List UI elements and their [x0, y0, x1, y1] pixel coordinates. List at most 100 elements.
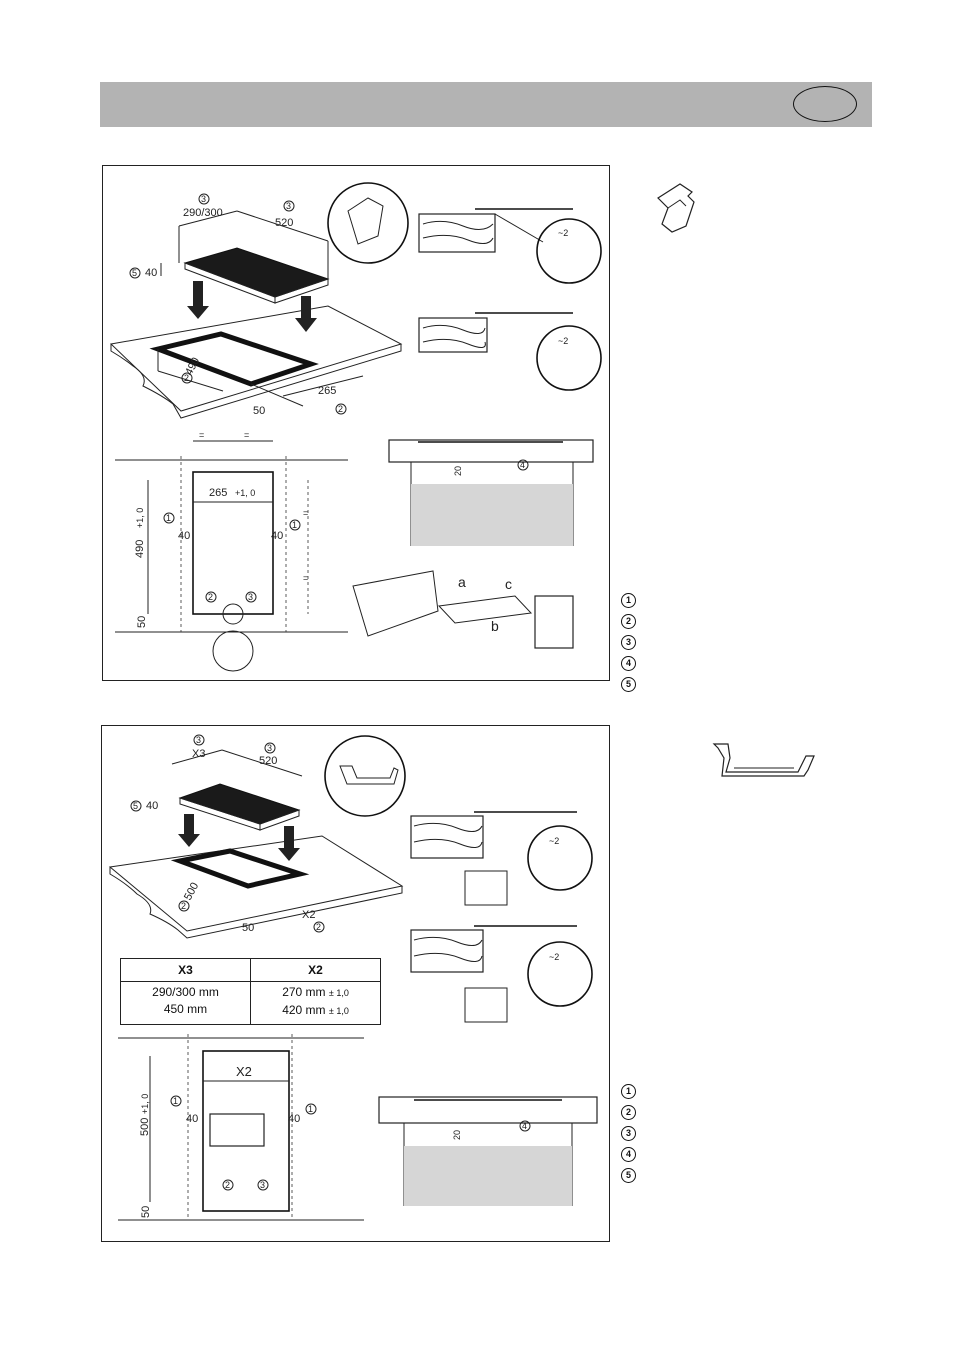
plan-width-tol: +1, 0: [235, 488, 255, 498]
legend-item: 3: [621, 1123, 636, 1144]
worktop-section-3: [411, 816, 483, 858]
section-header-bar: [100, 82, 872, 127]
hob-install: [439, 596, 531, 623]
plan-width-label-2: X2: [236, 1064, 252, 1079]
legend-num: 3: [621, 1126, 636, 1141]
hob-width-label-2: X3: [192, 748, 205, 760]
down-arrow-icon: [178, 814, 200, 847]
plan-margin-left-2: 40: [186, 1113, 198, 1125]
bracket-magnifier-small: [213, 631, 253, 671]
cutout: [158, 334, 311, 384]
plan-callout-2: 2: [208, 592, 213, 602]
legend-2: 1 2 3 4 5: [621, 1081, 636, 1186]
callout-cutout-width: 2: [338, 404, 343, 414]
down-arrow-icon: [278, 826, 300, 861]
cabinet-drawer-2: [404, 1146, 572, 1206]
plan-callout-1b: 1: [292, 520, 297, 530]
plan-depth-label: 490: [134, 540, 146, 558]
plan-callout-1b-2: 1: [308, 1104, 313, 1114]
cutout-offset-label: 50: [253, 405, 265, 417]
hand-install: [353, 571, 438, 636]
installation-panel-2: 3 X3 3 520 5 40 500 2 50 X2 2 ~2 ~2: [101, 725, 610, 1242]
screw-check-icon-2: [465, 988, 507, 1022]
install-letter-b: b: [491, 618, 499, 634]
bracket-magnifier: [328, 183, 408, 263]
x3-value: 450 mm: [127, 1001, 244, 1018]
gap-detail-label-3: ~2: [549, 836, 559, 846]
legend-num: 4: [621, 656, 636, 671]
table-header-x2: X2: [251, 959, 381, 982]
plan-bottom-label-2: 50: [140, 1206, 152, 1218]
legend-num: 2: [621, 1105, 636, 1120]
worktop-section: [419, 214, 495, 252]
callout-cutout-width-2: 2: [316, 922, 321, 932]
callout-cutout-depth: 2: [184, 373, 189, 383]
legend-item: 3: [621, 632, 636, 653]
legend-item: 1: [621, 1081, 636, 1102]
table-cell-x3: 290/300 mm 450 mm: [121, 982, 251, 1025]
worktop-edge-detail: [535, 596, 573, 648]
plan-margin-right-2: 40: [288, 1113, 300, 1125]
section-callout-2: 4: [522, 1121, 527, 1131]
table-header-x3: X3: [121, 959, 251, 982]
callout-hob-width: 3: [201, 194, 206, 204]
legend-item: 2: [621, 611, 636, 632]
plan-cutout: [193, 472, 273, 614]
plan-bottom-label: 50: [136, 616, 148, 628]
eq-label-2: =: [244, 430, 249, 440]
plan-depth-tol-2: +1, 0: [140, 1094, 150, 1114]
plan-depth-tol: +1, 0: [135, 508, 145, 528]
callout-hob-height-2: 5: [133, 801, 138, 811]
callout-hob-depth-2: 3: [267, 743, 272, 753]
plan-callout-3: 3: [248, 592, 253, 602]
x2-tolerance: ± 1,0: [329, 1006, 349, 1016]
plan-callout-1: 1: [166, 513, 171, 523]
cutout-size-table: X3 X2 290/300 mm 450 mm 270 mm ± 1,0 420…: [120, 958, 381, 1025]
gap-detail-label-4: ~2: [549, 952, 559, 962]
legend-1: 1 2 3 4 5: [621, 590, 636, 695]
legend-num: 3: [621, 635, 636, 650]
eq-label-4: =: [303, 573, 308, 583]
install-letter-c: c: [505, 576, 512, 592]
callout-hob-depth: 3: [286, 201, 291, 211]
language-badge: [793, 86, 857, 122]
eq-label-3: =: [303, 508, 308, 518]
legend-num: 2: [621, 614, 636, 629]
down-arrow-icon: [187, 281, 209, 319]
hob-height-label: 40: [145, 267, 157, 279]
x3-value: 290/300 mm: [127, 984, 244, 1001]
legend-item: 4: [621, 1144, 636, 1165]
section-callout: 4: [520, 460, 525, 470]
plan-margin-left: 40: [178, 530, 190, 542]
legend-item: 1: [621, 590, 636, 611]
plan-callout-3-2: 3: [260, 1180, 265, 1190]
bracket-icon: [348, 198, 383, 244]
screw-check-icon: [465, 871, 507, 905]
plan-depth-label-2: 500: [139, 1118, 151, 1136]
x2-tolerance: ± 1,0: [329, 988, 349, 998]
callout-hob-width-2: 3: [196, 735, 201, 745]
section-gap-label: 20: [453, 466, 463, 476]
install-letter-a: a: [458, 574, 466, 590]
worktop-side-section-2: [379, 1097, 597, 1123]
hob-height-label-2: 40: [146, 800, 158, 812]
cutout-offset-label-2: 50: [242, 922, 254, 934]
installation-diagram-1: 3 290/300 3 520 5 40 490 2 50 265 2: [103, 166, 611, 682]
plan-width-label: 265: [209, 487, 227, 499]
worktop-side-section: [389, 440, 593, 462]
legend-item: 4: [621, 653, 636, 674]
eq-label: =: [199, 430, 204, 440]
cutout-depth-label-2: 500: [182, 881, 201, 903]
hob-width-label: 290/300: [183, 207, 223, 219]
legend-item: 5: [621, 1165, 636, 1186]
legend-item: 5: [621, 674, 636, 695]
clamp-magnifier: [325, 736, 405, 816]
legend-num: 5: [621, 1168, 636, 1183]
plan-callout-2-2: 2: [225, 1180, 230, 1190]
x2-value: 270 mm: [282, 985, 325, 999]
clamp-icon-large: [710, 738, 820, 778]
legend-num: 5: [621, 677, 636, 692]
plan-margin-right: 40: [271, 530, 283, 542]
x2-value: 420 mm: [282, 1003, 325, 1017]
legend-num: 1: [621, 1084, 636, 1099]
